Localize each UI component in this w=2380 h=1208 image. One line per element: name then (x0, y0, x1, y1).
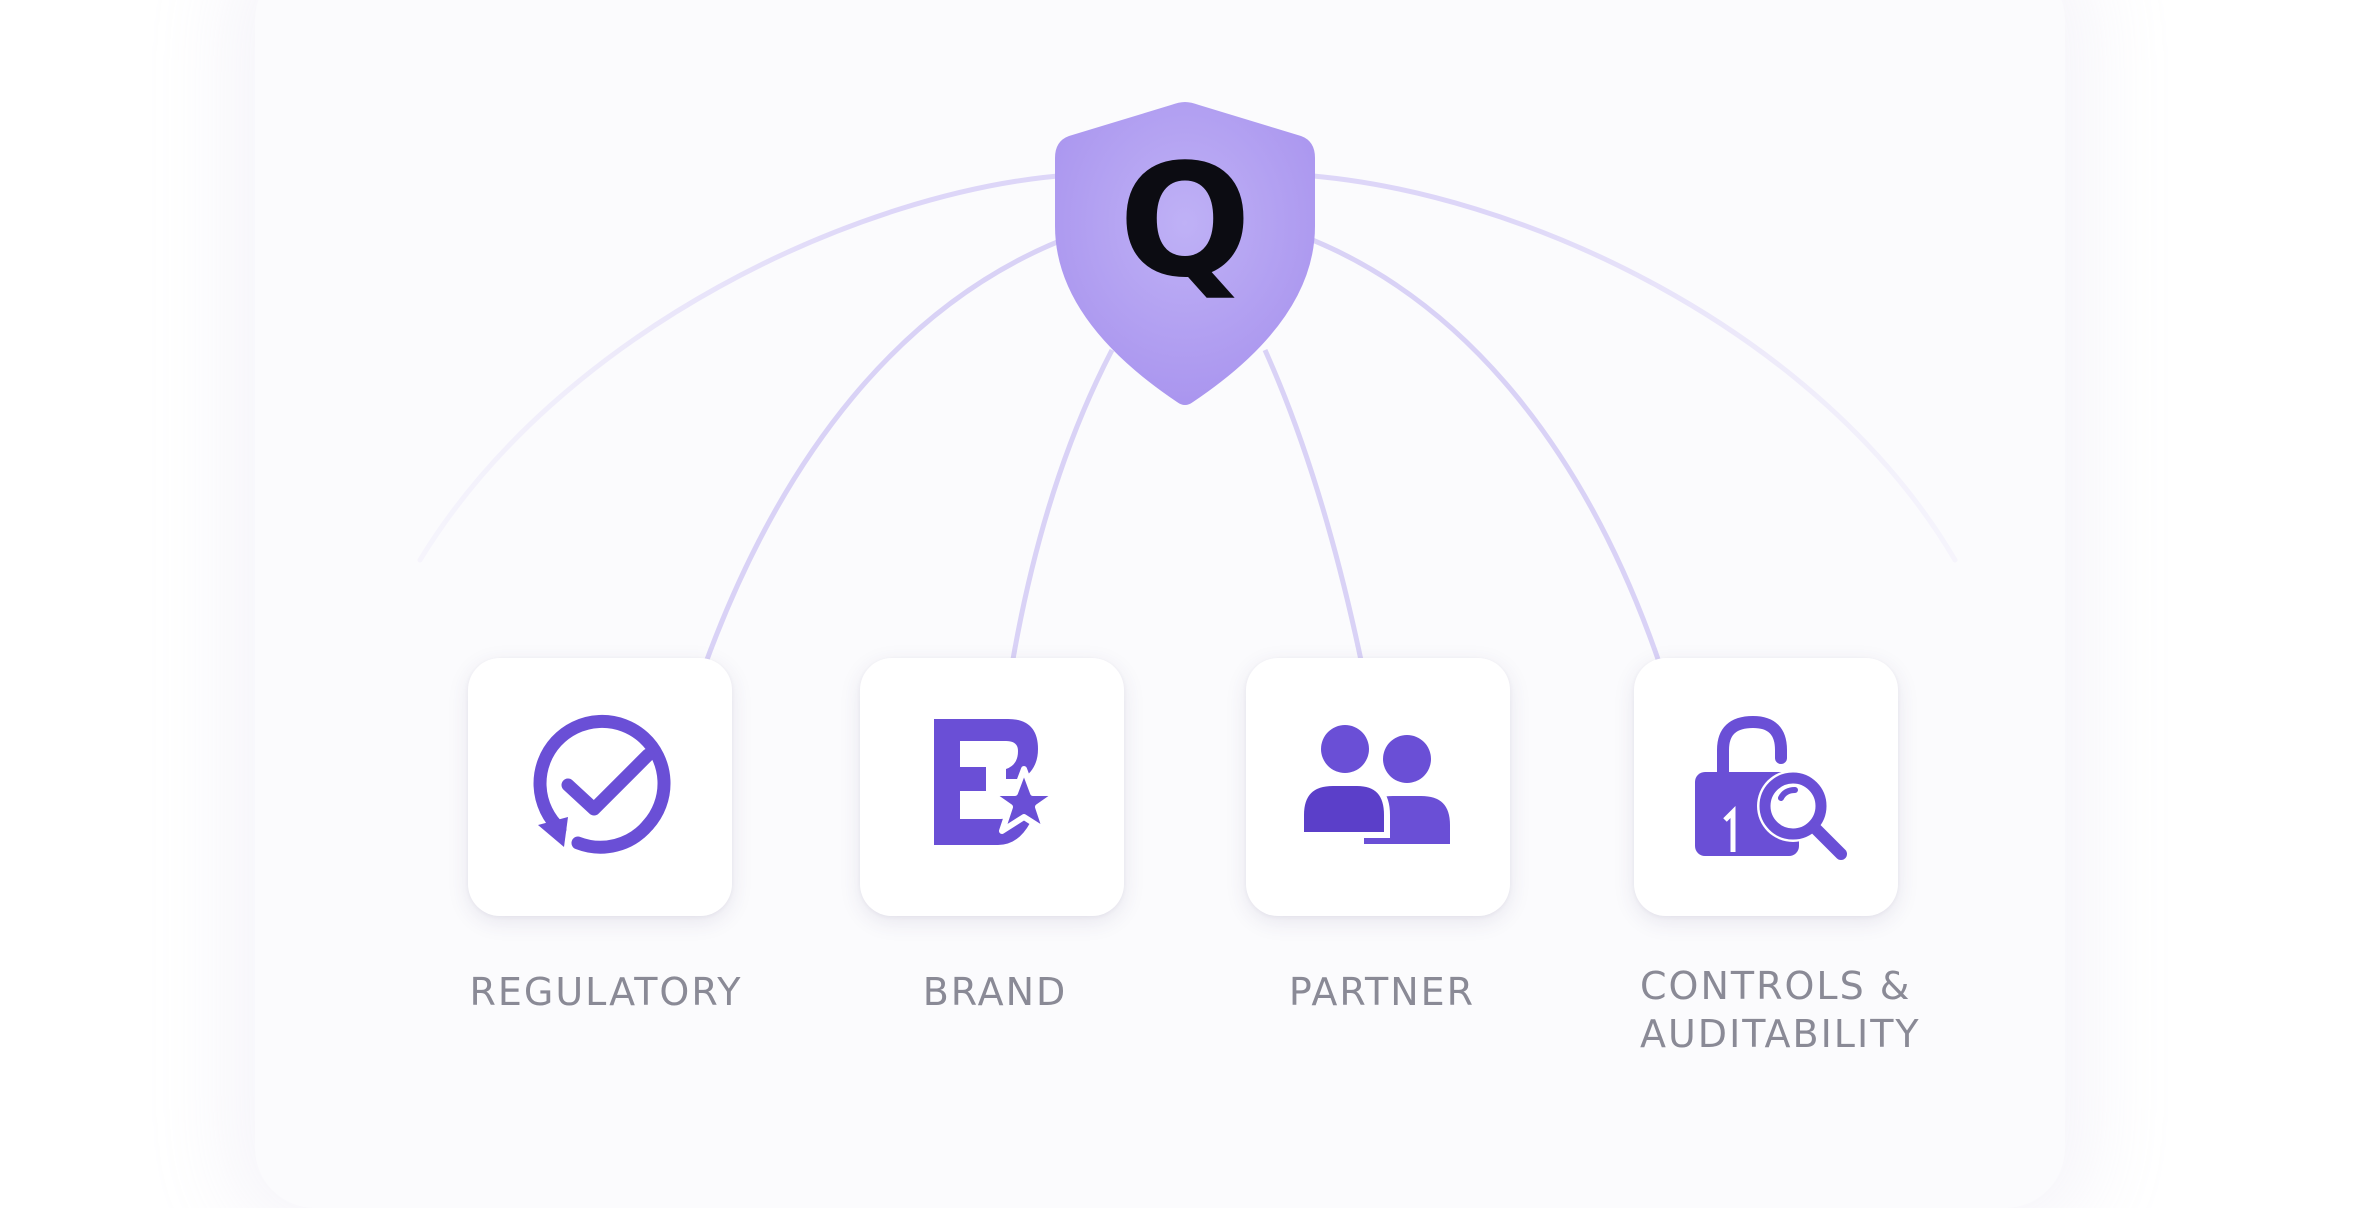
partner-label: PARTNER (1288, 970, 1476, 1014)
brand-card[interactable] (860, 658, 1124, 916)
controls-card[interactable] (1634, 658, 1898, 916)
center-shield: Q (1053, 100, 1317, 410)
regulatory-label: REGULATORY (469, 970, 743, 1014)
controls-label: CONTROLS & AUDITABILITY (1640, 964, 1921, 1056)
regulatory-card[interactable] (468, 658, 732, 916)
people-icon (1298, 725, 1456, 850)
brand-star-icon (934, 719, 1061, 845)
connector-partner (1262, 348, 1365, 666)
connector-brand (1009, 348, 1115, 666)
partner-card[interactable] (1246, 658, 1510, 916)
brand-label: BRAND (922, 970, 1068, 1014)
connector-regulatory (702, 232, 1076, 666)
lock-search-icon (1695, 715, 1847, 860)
shield-icon (1055, 102, 1315, 405)
outer-arc (417, 172, 1958, 563)
center-letter: Q (1118, 130, 1252, 312)
check-cycle-icon (533, 714, 671, 854)
connector-controls (1299, 232, 1663, 666)
